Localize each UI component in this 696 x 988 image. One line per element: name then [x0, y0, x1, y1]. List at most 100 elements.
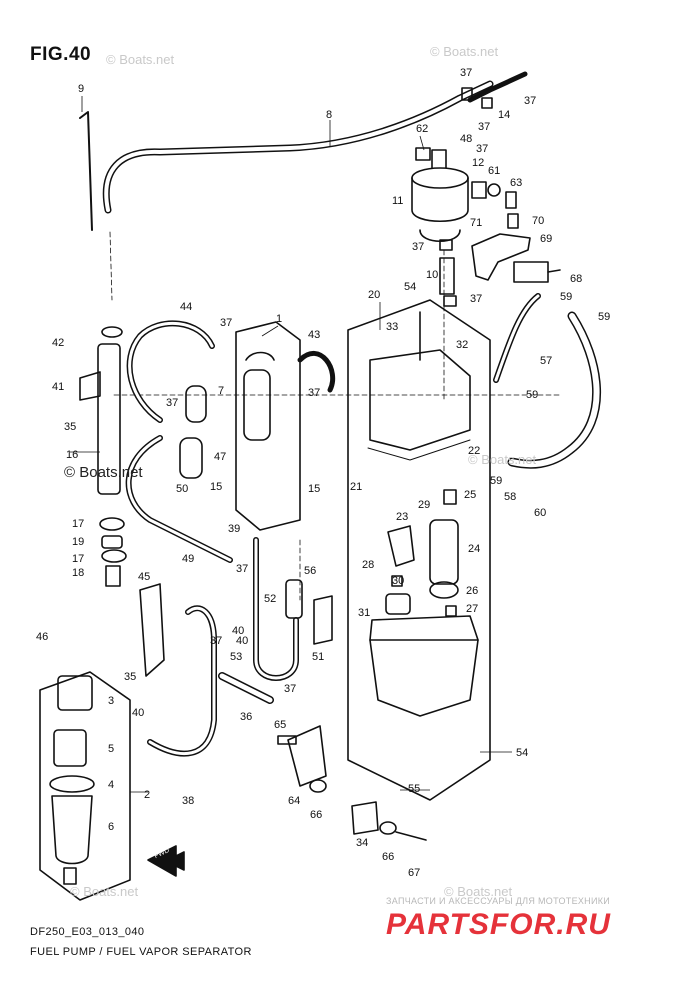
- callout-37: 37: [210, 635, 222, 647]
- callout-35: 35: [124, 671, 136, 683]
- callout-27: 27: [466, 603, 478, 615]
- callout-25: 25: [464, 489, 476, 501]
- callout-38: 38: [182, 795, 194, 807]
- rail-bracket-41: [79, 371, 101, 401]
- callout-17: 17: [72, 518, 84, 530]
- hose-43: [297, 351, 336, 393]
- callout-59: 59: [560, 291, 572, 303]
- filter-head-3: [57, 675, 93, 711]
- callout-15: 15: [308, 483, 320, 495]
- pipe-10: [439, 257, 455, 295]
- grommet-34: [351, 801, 379, 835]
- callout-21: 21: [350, 481, 362, 493]
- bolt-70: [507, 213, 519, 229]
- washer-17b: [99, 517, 125, 531]
- callout-1: 1: [276, 313, 282, 325]
- strainer-11-body: [411, 177, 469, 223]
- watermark: © Boats.net: [430, 44, 499, 59]
- filter-26: [429, 581, 459, 599]
- brand-logo[interactable]: PARTSFOR.RU: [386, 908, 611, 941]
- callout-37: 37: [412, 241, 424, 253]
- callout-5: 5: [108, 743, 114, 755]
- washer-17c: [101, 549, 127, 563]
- callout-24: 24: [468, 543, 480, 555]
- callout-50: 50: [176, 483, 188, 495]
- callout-4: 4: [108, 779, 114, 791]
- callout-49: 49: [182, 553, 194, 565]
- callout-16: 16: [66, 449, 78, 461]
- filter-52: [285, 579, 303, 619]
- filter-box-2: [39, 671, 131, 901]
- callout-30: 30: [392, 575, 404, 587]
- filter-cup-6: [51, 795, 93, 865]
- watermark-inline: © Boats.net: [64, 464, 143, 481]
- callout-69: 69: [540, 233, 552, 245]
- callout-12: 12: [472, 157, 484, 169]
- callout-60: 60: [534, 507, 546, 519]
- callout-2: 2: [144, 789, 150, 801]
- callout-28: 28: [362, 559, 374, 571]
- callout-37: 37: [166, 397, 178, 409]
- separator-box-20: [347, 299, 491, 801]
- hose-53-inner: [254, 538, 298, 680]
- watermark: © Boats.net: [444, 884, 513, 899]
- callout-37: 37: [478, 121, 490, 133]
- part-7: [185, 385, 207, 423]
- clamp-37d: [443, 295, 457, 307]
- guide-line-1: [109, 231, 113, 301]
- callout-41: 41: [52, 381, 64, 393]
- diagram-title: FUEL PUMP / FUEL VAPOR SEPARATOR: [30, 946, 252, 958]
- watermark: © Boats.net: [106, 52, 175, 67]
- callout-46: 46: [36, 631, 48, 643]
- lp-pump-cap: [245, 351, 275, 361]
- callout-47: 47: [214, 451, 226, 463]
- callout-11: 11: [392, 195, 403, 207]
- callout-32: 32: [456, 339, 468, 351]
- separator-cover-22: [369, 349, 471, 451]
- watermark: © Boats.net: [70, 884, 139, 899]
- figure-label: FIG.40: [30, 44, 92, 65]
- callout-29: 29: [418, 499, 430, 511]
- callout-39: 39: [228, 523, 240, 535]
- float-chamber: [369, 615, 479, 717]
- callout-55: 55: [408, 783, 420, 795]
- bolt-67: [395, 831, 427, 841]
- callout-7: 7: [218, 385, 224, 397]
- collar-66a: [309, 779, 327, 793]
- callout-9: 9: [78, 83, 84, 95]
- hose-38: [147, 605, 217, 757]
- valve-68: [513, 261, 549, 283]
- callout-54: 54: [404, 281, 416, 293]
- hose-36-inner: [219, 673, 273, 703]
- hose-49-inner: [127, 436, 232, 562]
- callout-23: 23: [396, 511, 408, 523]
- fwd-arrow: [147, 845, 185, 877]
- bracket-45: [139, 583, 165, 677]
- callout-53: 53: [230, 651, 242, 663]
- callout-43: 43: [308, 329, 320, 341]
- seal-19: [101, 535, 123, 549]
- lp-pump: [243, 369, 271, 441]
- callout-37: 37: [476, 143, 488, 155]
- callout-26: 26: [466, 585, 478, 597]
- hose-8-inner: [104, 82, 492, 212]
- callout-37: 37: [308, 387, 320, 399]
- callout-44: 44: [180, 301, 192, 313]
- callout-37: 37: [220, 317, 232, 329]
- fuel-pump-24: [429, 519, 459, 585]
- collar-61: [487, 183, 501, 197]
- callout-54: 54: [516, 747, 528, 759]
- callout-45: 45: [138, 571, 150, 583]
- callout-37: 37: [284, 683, 296, 695]
- diagram-code: DF250_E03_013_040: [30, 926, 145, 938]
- callout-61: 61: [488, 165, 500, 177]
- separator-gasket: [367, 439, 471, 461]
- o-ring-4: [49, 775, 95, 793]
- hose-44-inner: [128, 321, 214, 422]
- callout-48: 48: [460, 133, 472, 145]
- washer-17a: [101, 326, 123, 338]
- valve-68-nozzle: [547, 269, 561, 273]
- callout-59: 59: [598, 311, 610, 323]
- pump-top-25: [443, 489, 457, 505]
